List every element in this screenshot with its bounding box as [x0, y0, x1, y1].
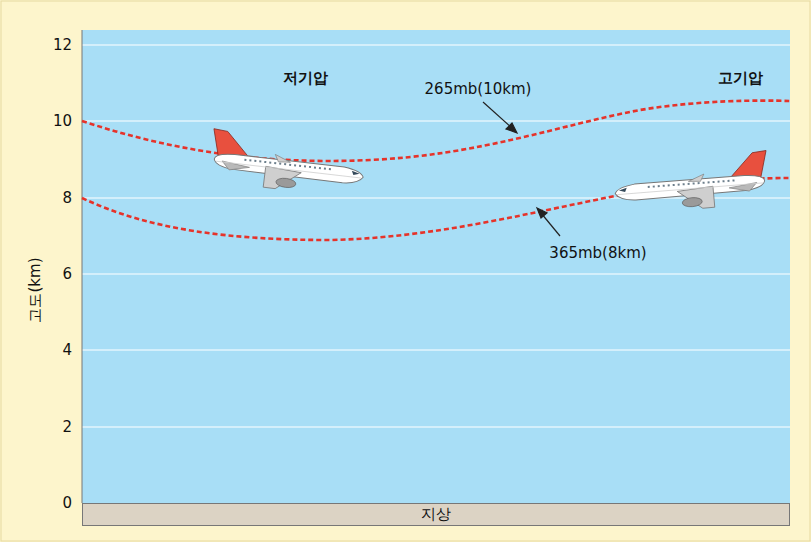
axis-tick: 4: [62, 341, 72, 359]
axis-title: 고도(km): [26, 257, 44, 322]
isobar-label: 265mb(10km): [425, 80, 532, 98]
ground-band: 지상: [82, 503, 790, 526]
pressure-label: 고기압: [718, 69, 763, 87]
axis-tick: 12: [53, 36, 72, 54]
axis-tick: 10: [53, 112, 72, 130]
ground-label: 지상: [421, 505, 451, 524]
axis-tick: 0: [62, 494, 72, 512]
pressure-label: 저기압: [283, 69, 328, 87]
axis-tick: 8: [62, 189, 72, 207]
axis-tick: 2: [62, 418, 72, 436]
axis-tick: 6: [62, 265, 72, 283]
isobar-label: 365mb(8km): [549, 244, 646, 262]
